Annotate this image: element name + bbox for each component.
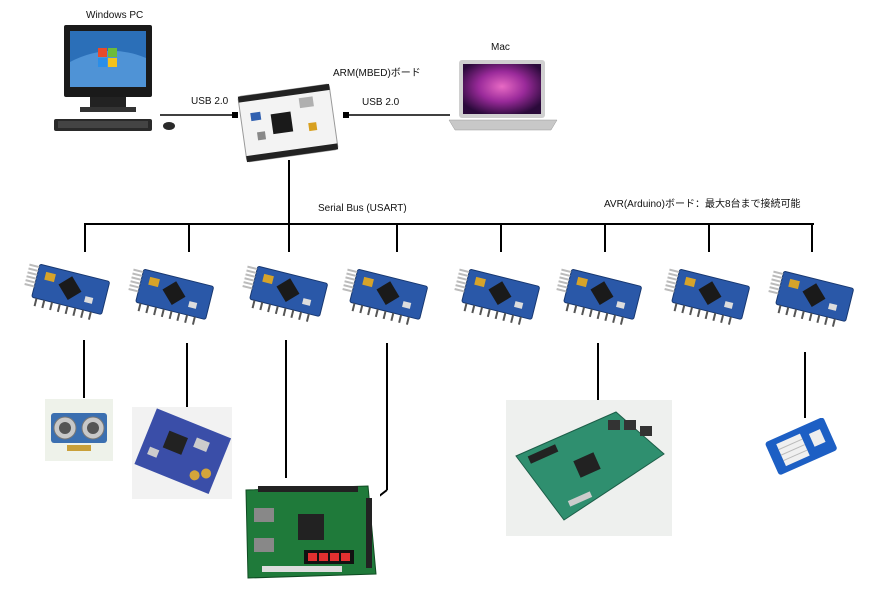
avr-board-icon [664,268,750,325]
serial-bus-label: Serial Bus (USART) [318,203,407,214]
avr-board-icon [342,268,428,325]
adc-board-icon [132,407,232,499]
avr-note-label: AVR(Arduino)ボード：最大8台まで接続可能 [604,199,801,210]
arm-dev-board-icon [506,400,672,536]
usb-right-label: USB 2.0 [362,97,400,108]
mac-laptop-icon [448,60,558,131]
avr-board-icon [454,268,540,325]
humidity-sensor-icon [765,418,837,475]
arm-mbed-board-icon [237,83,339,163]
avr-board-icon [24,263,110,320]
windows-pc-label: Windows PC [86,10,144,21]
spartan3-fpga-board-icon [238,478,380,584]
ultrasonic-sensor-icon [45,399,113,461]
mac-label: Mac [491,42,510,53]
usb-left-label: USB 2.0 [191,96,229,107]
windows-pc-icon [54,25,175,131]
avr-board-icon [242,265,328,322]
avr-board-icon [768,270,854,327]
arm-board-label: ARM(MBED)ボード [333,68,421,79]
avr-board-icon [556,268,642,325]
avr-board-icon [128,268,214,325]
